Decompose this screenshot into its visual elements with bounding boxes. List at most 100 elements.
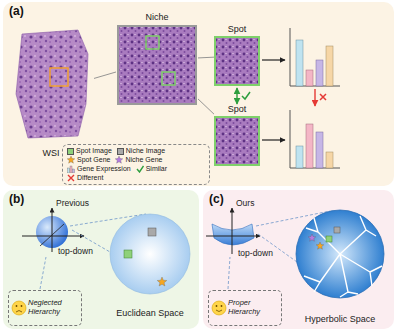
- legend-symbol: [73, 169, 75, 173]
- euclidean-space-art: [157, 277, 167, 286]
- bar-chart: [326, 46, 333, 86]
- wsi-image-art: [50, 68, 68, 86]
- node-label: Neglected Hierarchy: [28, 299, 78, 316]
- axis-label: Previous: [56, 199, 89, 209]
- callout-box: Proper Hierarchy: [208, 290, 282, 326]
- panel-band: (b) Neglected HierarchyEuclidean Space: [3, 190, 199, 329]
- leader-line: [228, 257, 230, 289]
- panel-label: (a): [9, 5, 388, 19]
- hyperbolic-space: Hyperbolic Space: [290, 206, 390, 324]
- hyperbolic-space-art: [304, 216, 382, 297]
- panel-band: (c) Proper HierarchyHyperbolic Space: [203, 190, 394, 329]
- hyperbolic-space-art: [326, 236, 332, 242]
- node-label: Hyperbolic Space: [305, 314, 376, 324]
- legend-symbol: [70, 166, 72, 173]
- legend-symbol: [67, 174, 75, 182]
- euclidean-space-art: [124, 250, 132, 258]
- callout-box-art: [12, 301, 26, 315]
- hyperbolic-axes: [206, 208, 260, 254]
- hyperbolic-axes: [212, 224, 254, 245]
- niche-image: Niche: [116, 12, 198, 108]
- panel-ground: [3, 2, 394, 329]
- euclidean-axes: [52, 208, 53, 252]
- bar-chart: [290, 110, 340, 168]
- legend-item: Spot Image: [67, 147, 112, 155]
- wsi-image-art: [16, 30, 88, 138]
- euclidean-space-art: [110, 214, 190, 294]
- bar-chart: [306, 124, 313, 168]
- panel-ground: [3, 2, 394, 186]
- spot-image: Spot: [214, 24, 260, 88]
- legend-text: Niche Image: [126, 147, 165, 155]
- callout-box-art: [21, 305, 23, 307]
- bar-chart: [290, 28, 340, 86]
- niche-image-art: [118, 26, 196, 104]
- axis-label: top-down: [58, 247, 93, 257]
- euclidean-axes: [22, 208, 84, 252]
- legend-item: Gene Expression: [67, 165, 131, 173]
- spot-image-art: [215, 37, 259, 85]
- flow-arrow: [314, 89, 315, 106]
- node-label: Niche: [145, 12, 168, 22]
- legend-item: Niche Gene: [115, 156, 162, 164]
- bar-chart: [306, 70, 313, 86]
- euclidean-axes: [22, 236, 84, 237]
- legend-symbol: [67, 165, 75, 173]
- callout-box-art: [212, 301, 226, 315]
- legend-swatch: [117, 148, 124, 155]
- hyperbolic-space-art: [316, 242, 324, 249]
- spot-image: Spot: [214, 104, 260, 168]
- connector: [198, 99, 214, 114]
- euclidean-axes: [40, 224, 64, 246]
- callout-box-art: [216, 310, 222, 312]
- callout-box: Neglected Hierarchy: [8, 290, 82, 326]
- legend-item: Niche Image: [117, 147, 165, 155]
- hyperbolic-space-art: [290, 206, 390, 324]
- axis-label: top-down: [238, 249, 273, 259]
- legend-symbol: [67, 156, 75, 163]
- panel-ground: [3, 190, 199, 329]
- connector: [236, 88, 237, 104]
- legend-text: Niche Gene: [125, 156, 162, 164]
- flow-arrow: [262, 59, 285, 60]
- callout-box-art: [12, 301, 26, 315]
- legend-text: Different: [77, 174, 103, 182]
- legend-text: Gene Expression: [77, 165, 131, 173]
- bar-chart: [296, 40, 303, 86]
- panel-label: (b): [9, 193, 193, 207]
- wsi-image: WSI: [8, 24, 94, 158]
- euclidean-space: Euclidean Space: [104, 210, 196, 318]
- flow-arrow: [320, 94, 326, 100]
- callout-box-art: [216, 305, 218, 307]
- node-label: WSI: [43, 148, 60, 158]
- niche-image-art: [116, 12, 198, 108]
- node-label: Spot: [228, 24, 247, 34]
- spot-image-art: [215, 117, 259, 165]
- legend-symbol: [68, 175, 74, 181]
- legend-item: Similar: [136, 165, 167, 173]
- node-label: Spot: [228, 104, 247, 114]
- legend-swatch: [67, 148, 74, 155]
- bar-chart: [316, 60, 323, 86]
- legend-symbol: [136, 165, 144, 173]
- callout-box-art: [221, 305, 223, 307]
- callout-box-art: [16, 311, 22, 313]
- hyperbolic-axes: [206, 236, 260, 237]
- panel-label: (c): [209, 193, 388, 207]
- legend-symbol: [115, 156, 123, 164]
- legend-symbol: [68, 168, 70, 173]
- legend-item: Spot Gene: [67, 156, 110, 164]
- legend-text: Spot Image: [76, 147, 112, 155]
- callout-box-art: [212, 301, 226, 315]
- wsi-image-art: [8, 24, 94, 158]
- axis-label: Ours: [236, 199, 254, 209]
- hyperbolic-axes: [232, 208, 233, 254]
- panel-ground: [203, 190, 394, 329]
- leader-line: [40, 257, 46, 289]
- legend-item: Different: [67, 174, 103, 182]
- legend-symbol: [67, 156, 75, 164]
- hyperbolic-space-art: [334, 227, 340, 233]
- bar-chart: [326, 152, 333, 168]
- niche-image-art: [146, 36, 159, 49]
- node-label: Euclidean Space: [116, 308, 184, 318]
